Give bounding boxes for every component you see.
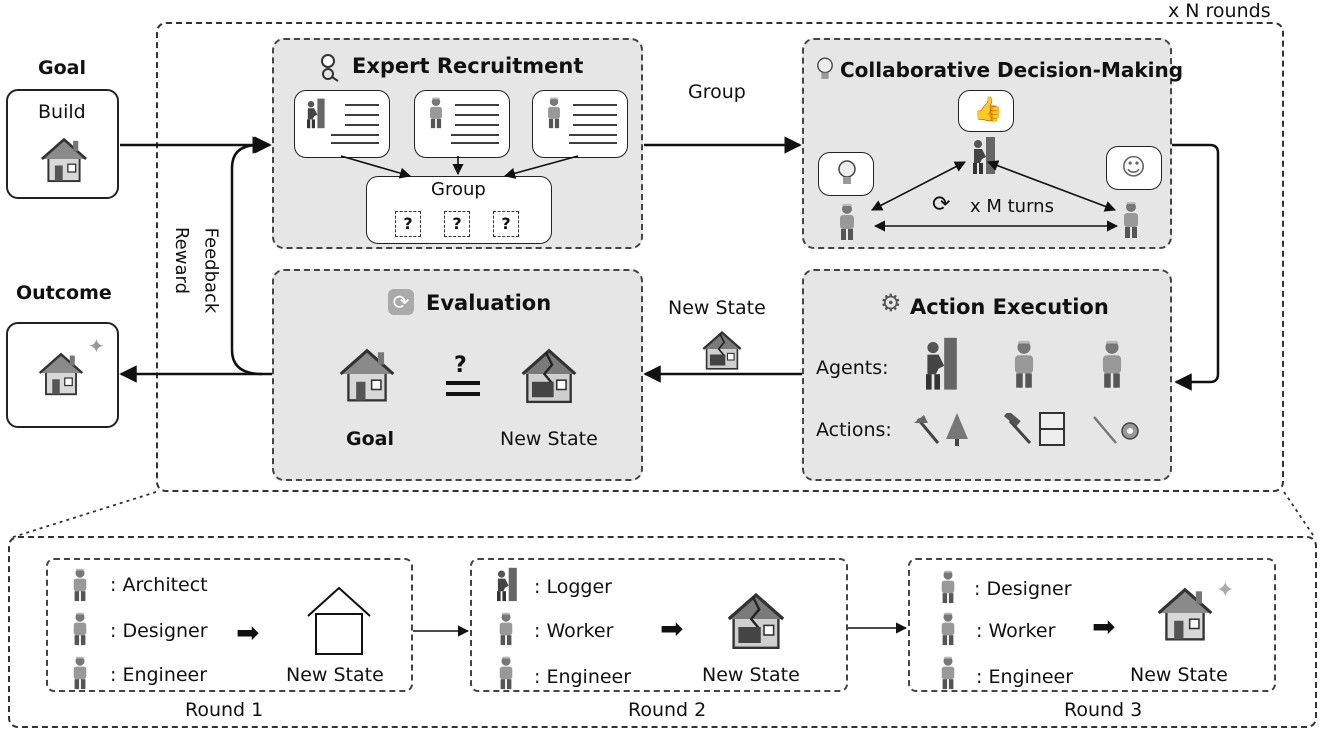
expert-recruitment-panel: Expert Recruitment Group ? ? ? <box>272 38 643 249</box>
collab-title: Collaborative Decision-Making <box>840 58 1184 82</box>
question-mark: ? <box>454 353 467 378</box>
group-box-label: Group <box>431 179 486 200</box>
resume-lines-icon <box>451 104 499 144</box>
goal-card-label: Build <box>38 101 86 123</box>
goal-heading: Goal <box>38 57 86 79</box>
thumbs-up-bubble: 👍 <box>958 90 1014 132</box>
collab-decision-panel: Collaborative Decision-Making 👍 ☺ ⟳ x M … <box>802 38 1183 249</box>
round-role: : Worker <box>534 620 614 642</box>
right-arrow-icon: ➡ <box>1092 610 1116 643</box>
evaluation-title: Evaluation <box>426 291 552 315</box>
refresh-icon: ⟳ <box>388 289 414 315</box>
round-3-box: : Designer : Worker : Engineer ➡ ✦ New S… <box>908 558 1276 692</box>
actions-label: Actions: <box>816 419 892 441</box>
collab-to-execution-arrow <box>1172 143 1220 391</box>
action-execution-title: Action Execution <box>910 295 1109 319</box>
nut-bolt-icon <box>1121 422 1139 440</box>
idea-bubble <box>818 152 874 196</box>
round-caption: Round 3 <box>1064 699 1143 721</box>
candidate-card-engineer <box>532 90 628 158</box>
evaluation-goal-label: Goal <box>346 428 394 450</box>
group-slot: ? <box>395 211 421 237</box>
equals-sign <box>446 381 480 385</box>
thumbs-up-icon: 👍 <box>973 95 1003 123</box>
round-state-label: New State <box>1130 664 1228 686</box>
group-box: Group ? ? ? <box>366 176 552 244</box>
recruiter-icon <box>321 54 339 82</box>
right-arrow-icon: ➡ <box>236 616 260 649</box>
round-role: : Worker <box>976 620 1056 642</box>
screwdriver-icon <box>1093 416 1117 444</box>
window-icon <box>1039 412 1065 446</box>
round-state-label: New State <box>702 664 800 686</box>
round-role: : Engineer <box>534 666 632 688</box>
group-slot: ? <box>444 211 470 237</box>
axe-icon <box>914 415 940 444</box>
loop-label: x N rounds <box>1168 0 1271 22</box>
candidate-card-worker <box>414 90 510 158</box>
evaluation-state-label: New State <box>500 428 598 450</box>
round-caption: Round 2 <box>628 699 707 721</box>
goal-card: Build <box>6 89 119 199</box>
thinking-face-icon: ☺ <box>1121 153 1147 181</box>
sparkle-icon: ✦ <box>88 334 105 358</box>
house-outline-icon <box>307 586 371 655</box>
round-role: : Engineer <box>110 664 208 686</box>
expert-recruitment-title: Expert Recruitment <box>352 54 584 78</box>
candidate-card-logger <box>294 90 390 158</box>
evaluation-panel: ⟳ Evaluation ? Goal New State <box>272 269 643 481</box>
round-caption: Round 1 <box>185 699 264 721</box>
round-role: : Designer <box>974 578 1072 600</box>
round-role: : Engineer <box>976 666 1074 688</box>
tree-icon <box>946 413 968 446</box>
equals-sign-lower <box>446 392 480 396</box>
outcome-card: ✦ <box>6 322 119 428</box>
right-arrow-icon: ➡ <box>660 612 684 645</box>
hammer-icon <box>1003 413 1032 445</box>
round-state-label: New State <box>286 664 384 686</box>
resume-lines-icon <box>569 104 617 144</box>
sparkle-icon: ✦ <box>1216 578 1235 603</box>
resume-lines-icon <box>331 104 379 144</box>
new-state-arrow-label: New State <box>668 297 766 319</box>
gear-icon: ⚙ <box>880 289 902 317</box>
round-role: : Designer <box>110 620 208 642</box>
group-arrow-label: Group <box>688 81 746 103</box>
group-slot: ? <box>493 211 519 237</box>
action-execution-panel: ⚙ Action Execution Agents: Actions: <box>802 269 1172 481</box>
round-2-box: : Logger : Worker : Engineer ➡ New State <box>470 558 848 692</box>
agents-label: Agents: <box>816 357 889 379</box>
reward-feedback-arrow <box>230 136 270 376</box>
round-1-box: : Architect : Designer : Engineer ➡ New … <box>46 558 413 692</box>
rounds-detail-frame <box>8 536 1317 728</box>
rounds-loop-frame <box>156 22 1284 492</box>
round-role: : Architect <box>110 574 208 596</box>
round-role: : Logger <box>534 576 612 598</box>
outcome-heading: Outcome <box>16 282 112 304</box>
